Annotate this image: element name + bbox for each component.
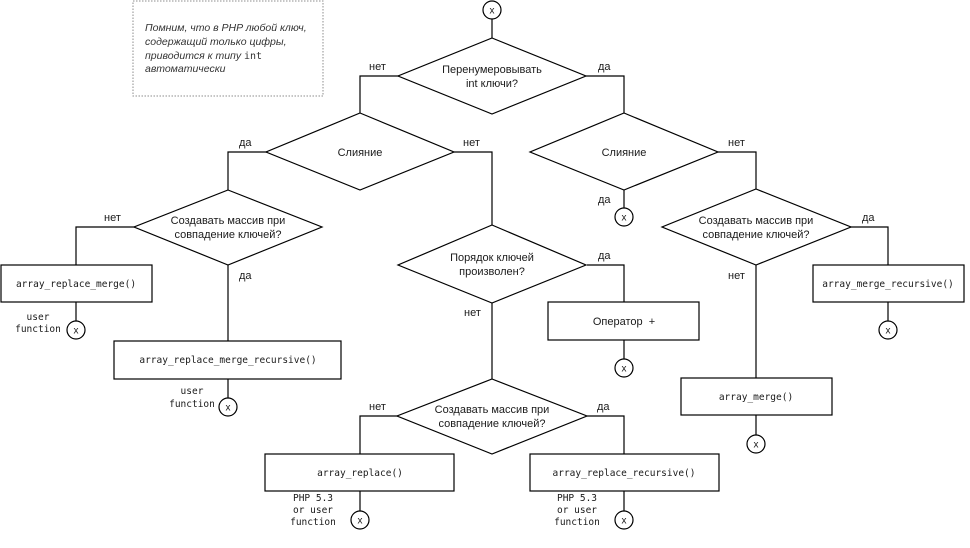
terminal-label: x <box>358 516 363 527</box>
branch-label-yes: да <box>239 270 252 282</box>
terminal-array-replace-merge: x <box>66 320 86 340</box>
decision-key-order: Порядок ключей произволен? <box>396 224 588 304</box>
decision-merge-left: Слияние <box>264 112 456 191</box>
decision-renumber-line-2: int ключи? <box>466 78 518 90</box>
process-array-replace-merge-label: array_replace_merge() <box>16 279 136 290</box>
branch-label-yes: да <box>598 61 611 73</box>
annotation-line: user <box>27 312 50 323</box>
terminal-merge-right-yes: x <box>614 207 634 227</box>
note-line-3-code: int <box>244 51 262 62</box>
decision-create-array-bottom: Создавать массив при совпадение ключей? <box>395 378 589 455</box>
decision-renumber: Перенумеровывать int ключи? <box>396 37 588 115</box>
decision-key-order-line-1: Порядок ключей <box>450 252 534 264</box>
process-array-replace-merge-recursive: array_replace_merge_recursive() <box>113 340 342 380</box>
branch-label-no: нет <box>463 137 480 149</box>
note-box <box>132 0 324 97</box>
terminal-array-replace-merge-recursive: x <box>218 397 238 417</box>
annotation-line: or user <box>293 505 333 516</box>
branch-label-yes: да <box>862 212 875 224</box>
branch-label-yes: да <box>597 401 610 413</box>
process-array-replace-recursive-label: array_replace_recursive() <box>553 468 696 479</box>
branch-labels: нет да да нет нет да нет да да нет нет д… <box>104 61 875 413</box>
process-array-replace-merge: array_replace_merge() <box>0 264 153 303</box>
branch-label-no: нет <box>728 137 745 149</box>
terminal-array-merge: x <box>746 434 766 454</box>
process-array-replace: array_replace() <box>264 453 455 492</box>
note-line-3: приводится к типу int <box>145 50 262 62</box>
process-array-replace-recursive: array_replace_recursive() <box>529 453 720 492</box>
process-array-merge-label: array_merge() <box>719 392 793 403</box>
terminal-label: x <box>226 403 231 414</box>
decision-merge-left-label: Слияние <box>338 147 383 159</box>
note-line-4: автоматически <box>145 63 226 75</box>
terminal-array-replace: x <box>350 510 370 530</box>
decision-create-array-left-line-1: Создавать массив при <box>171 215 286 227</box>
annotation-user-function-2: user function <box>169 386 215 410</box>
process-operator-plus: Оператор + <box>547 301 700 341</box>
note-line-2: содержащий только цифры, <box>145 36 287 48</box>
branch-label-yes: да <box>598 250 611 262</box>
branch-label-no: нет <box>369 401 386 413</box>
note-line-1: Помним, что в PHP любой ключ, <box>145 22 307 34</box>
process-array-replace-merge-recursive-label: array_replace_merge_recursive() <box>139 355 316 366</box>
decision-create-array-right-line-2: совпадение ключей? <box>702 229 809 241</box>
terminal-label: x <box>622 364 627 375</box>
terminal-label: x <box>622 213 627 224</box>
annotation-line: or user <box>557 505 597 516</box>
terminal-start: x <box>482 0 502 20</box>
terminal-label: x <box>754 440 759 451</box>
annotation-line: function <box>15 324 61 335</box>
annotation-user-function-1: user function <box>15 312 61 335</box>
decision-renumber-line-1: Перенумеровывать <box>442 64 542 76</box>
annotation-line: PHP 5.3 <box>557 493 597 504</box>
note: Помним, что в PHP любой ключ, содержащий… <box>132 0 324 97</box>
annotation-php53-array-replace: PHP 5.3 or user function <box>290 493 336 528</box>
connectors <box>75 19 889 511</box>
note-line-3-text: приводится к типу <box>145 50 244 62</box>
annotation-line: function <box>290 517 336 528</box>
process-array-merge-recursive: array_merge_recursive() <box>812 264 965 303</box>
process-array-merge-recursive-label: array_merge_recursive() <box>822 279 954 290</box>
decision-merge-right: Слияние <box>528 112 720 191</box>
branch-label-yes: да <box>239 137 252 149</box>
decision-create-array-right: Создавать массив при совпадение ключей? <box>660 188 853 266</box>
branch-label-no: нет <box>369 61 386 73</box>
decision-create-array-left-line-2: совпадение ключей? <box>174 229 281 241</box>
branch-label-no: нет <box>104 212 121 224</box>
process-array-replace-label: array_replace() <box>317 468 403 479</box>
process-operator-plus-label: Оператор + <box>593 316 655 328</box>
terminal-operator-plus: x <box>614 358 634 378</box>
annotation-line: function <box>169 399 215 410</box>
decision-create-array-left: Создавать массив при совпадение ключей? <box>132 189 324 266</box>
decision-create-array-right-line-1: Создавать массив при <box>699 215 814 227</box>
decision-create-array-bottom-line-2: совпадение ключей? <box>438 418 545 430</box>
terminal-label: x <box>74 326 79 337</box>
branch-label-yes: да <box>598 194 611 206</box>
process-array-merge: array_merge() <box>680 377 833 416</box>
decision-merge-right-label: Слияние <box>602 147 647 159</box>
annotation-line: function <box>554 517 600 528</box>
annotation-php53-array-replace-recursive: PHP 5.3 or user function <box>554 493 600 528</box>
terminal-array-merge-recursive: x <box>878 320 898 340</box>
annotation-line: PHP 5.3 <box>293 493 333 504</box>
branch-label-no: нет <box>728 270 745 282</box>
branch-label-no: нет <box>464 307 481 319</box>
terminal-label: x <box>886 326 891 337</box>
decision-create-array-bottom-line-1: Создавать массив при <box>435 404 550 416</box>
terminal-label: x <box>622 516 627 527</box>
terminal-array-replace-recursive: x <box>614 510 634 530</box>
terminal-start-label: x <box>490 6 495 17</box>
decision-key-order-line-2: произволен? <box>459 266 525 278</box>
annotation-line: user <box>181 386 204 397</box>
